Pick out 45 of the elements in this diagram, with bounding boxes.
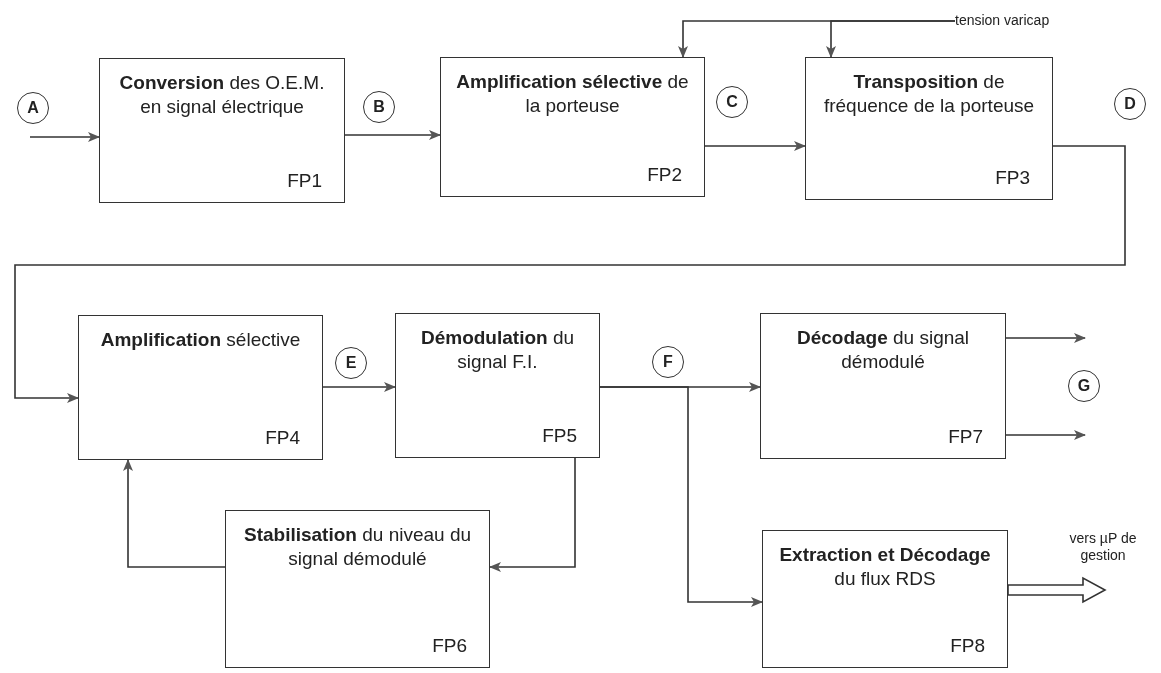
process-box: [395, 313, 600, 458]
process-box: [760, 313, 1006, 459]
block-code: FP4: [265, 427, 300, 449]
process-box: [440, 57, 705, 197]
block-code: FP1: [287, 170, 322, 192]
block-title: Conversion des O.E.M. en signal électrique: [118, 71, 326, 119]
arrow: [322, 382, 396, 392]
block-title: Amplification sélective: [99, 328, 302, 352]
callout-letter: E: [335, 347, 367, 379]
block-code: FP2: [647, 164, 682, 186]
arrow: [29, 132, 100, 142]
callout-letter: D: [1114, 88, 1146, 120]
hollow-arrow: [1007, 576, 1107, 604]
arrow: [14, 145, 1126, 403]
callout-letter: C: [716, 86, 748, 118]
arrow: [1005, 333, 1086, 343]
callout-letter: A: [17, 92, 49, 124]
arrow: [704, 141, 806, 151]
callout-letter: F: [652, 346, 684, 378]
signal-label: tension varicap: [955, 12, 1115, 32]
arrow: [123, 459, 226, 568]
callout-letter: B: [363, 91, 395, 123]
arrow: [344, 130, 441, 140]
callout-letter: G: [1068, 370, 1100, 402]
block-title: Amplification sélective de la porteuse: [455, 70, 690, 118]
process-box: [225, 510, 490, 668]
block-title: Décodage du signal démodulé: [795, 326, 971, 374]
output-note: vers µP de gestion: [1068, 530, 1138, 564]
block-title: Démodulation du signal F.I.: [419, 326, 576, 374]
block-code: FP7: [948, 426, 983, 448]
block-title: Stabilisation du niveau du signal démodulé: [242, 523, 473, 571]
block-title: Transposition de fréquence de la porteuse: [822, 70, 1036, 118]
arrow: [826, 20, 956, 58]
block-code: FP5: [542, 425, 577, 447]
process-box: [99, 58, 345, 203]
block-title: Extraction et Décodage du flux RDS: [778, 543, 992, 591]
block-code: FP6: [432, 635, 467, 657]
process-box: [78, 315, 323, 460]
arrow: [1005, 430, 1086, 440]
arrow: [489, 457, 576, 572]
block-code: FP8: [950, 635, 985, 657]
block-code: FP3: [995, 167, 1030, 189]
arrow: [599, 386, 763, 607]
process-box: [762, 530, 1008, 668]
process-box: [805, 57, 1053, 200]
